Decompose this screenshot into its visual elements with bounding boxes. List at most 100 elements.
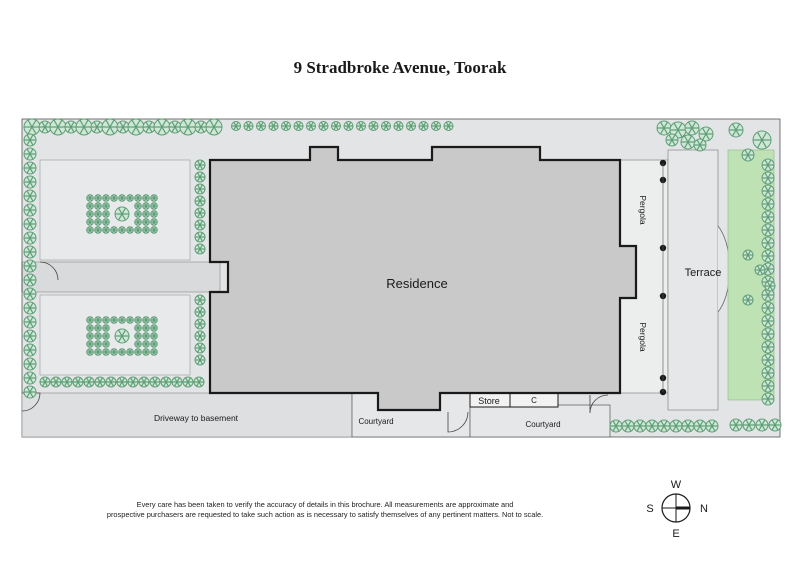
shrub-leaf [145,348,149,353]
shrub-leaf [148,126,153,133]
shrub-leaf [199,343,204,349]
shrub-leaf [199,196,204,202]
shrub-leaf [767,333,772,340]
shrub-leaf [26,316,31,323]
shrub-leaf [129,194,133,199]
shrub-leaf [308,121,312,127]
compass-east: E [672,528,679,540]
shrub-leaf [756,269,761,275]
shrub-leaf [105,126,111,135]
shrub-leaf [153,210,157,215]
courtyard-right-label: Courtyard [525,420,560,429]
courtyard-right-area [469,404,611,438]
shrub-leaf [744,154,749,161]
shrub-leaf [199,208,204,214]
shrub-leaf [121,335,127,343]
shrub-leaf [764,172,769,179]
shrub-leaf [196,244,201,250]
shrub-leaf [422,121,427,127]
shrub-leaf [154,377,159,383]
shrub-leaf [636,420,641,427]
shrub-leaf [26,139,31,146]
shrub-leaf [372,125,377,131]
shrub-leaf [696,139,701,146]
shrub-leaf [97,210,101,215]
shrub-leaf [109,126,115,135]
shrub-leaf [57,119,63,128]
shrub-leaf [767,250,772,257]
shrub-leaf [767,398,772,405]
shrub-leaf [176,381,181,387]
shrub-leaf [767,380,772,387]
shrub-leaf [764,320,769,327]
shrub-leaf [117,335,123,343]
shrub-leaf [764,385,769,392]
shrub-leaf [129,377,134,383]
shrub-leaf [761,131,768,141]
shrub-leaf [199,248,204,254]
shrub-leaf [247,121,252,127]
shrub-leaf [174,126,179,133]
shrub-leaf [52,381,57,387]
shrub-leaf [767,268,772,275]
shrub-leaf [767,393,772,400]
shrub-leaf [107,381,112,387]
shrub-leaf [767,315,772,322]
shrub-leaf [745,424,750,431]
shrub-leaf [732,424,737,431]
shrub-leaf [385,125,389,131]
shrub-leaf [663,127,669,135]
shrub-leaf [89,210,93,215]
shrub-leaf [97,316,101,321]
shrub-leaf [184,377,189,383]
shrub-leaf [761,139,768,149]
shrub-leaf [89,218,93,223]
shrub-leaf [748,419,753,426]
shrub-leaf [767,328,772,335]
shrub-leaf [758,424,763,431]
shrub-leaf [110,377,115,383]
shrub-leaf [335,125,339,131]
shrub-leaf [26,321,31,328]
shrub-leaf [764,354,769,361]
shrub-leaf [272,125,277,131]
shrub-leaf [767,263,772,270]
shrub-leaf [764,185,769,192]
shrub-leaf [767,229,772,236]
shrub-leaf [615,420,620,427]
shrub-leaf [699,425,704,432]
shrub-leaf [764,359,769,366]
shrub-leaf [118,381,123,387]
shrub-leaf [199,232,204,238]
shrub-leaf [673,122,679,131]
shrub-leaf [105,194,109,199]
shrub-leaf [671,134,676,141]
shrub-leaf [764,393,769,400]
shrub-leaf [129,348,133,353]
shrub-leaf [295,121,300,127]
shrub-leaf [358,125,362,131]
shrub-leaf [196,164,201,170]
shrub-leaf [162,381,167,387]
shrub-leaf [137,324,141,329]
shrub-leaf [88,381,93,387]
shrub-leaf [74,377,79,383]
shrub-leaf [767,242,772,249]
shrub-leaf [747,250,752,256]
shrub-leaf [79,126,85,135]
shrub-leaf [370,121,375,127]
shrub-leaf [26,330,31,337]
shrub-leaf [372,121,377,127]
shrub-leaf [97,348,101,353]
shrub-leaf [233,121,237,127]
shrub-leaf [699,144,704,151]
shrub-leaf [131,119,137,128]
shrub-leaf [258,125,262,131]
shrub-leaf [148,121,153,128]
shrub-leaf [360,121,364,127]
shrub-leaf [196,160,201,166]
shrub-leaf [668,134,673,141]
shrub-leaf [26,153,31,160]
shrub-leaf [153,218,157,223]
shrub-leaf [696,420,701,427]
